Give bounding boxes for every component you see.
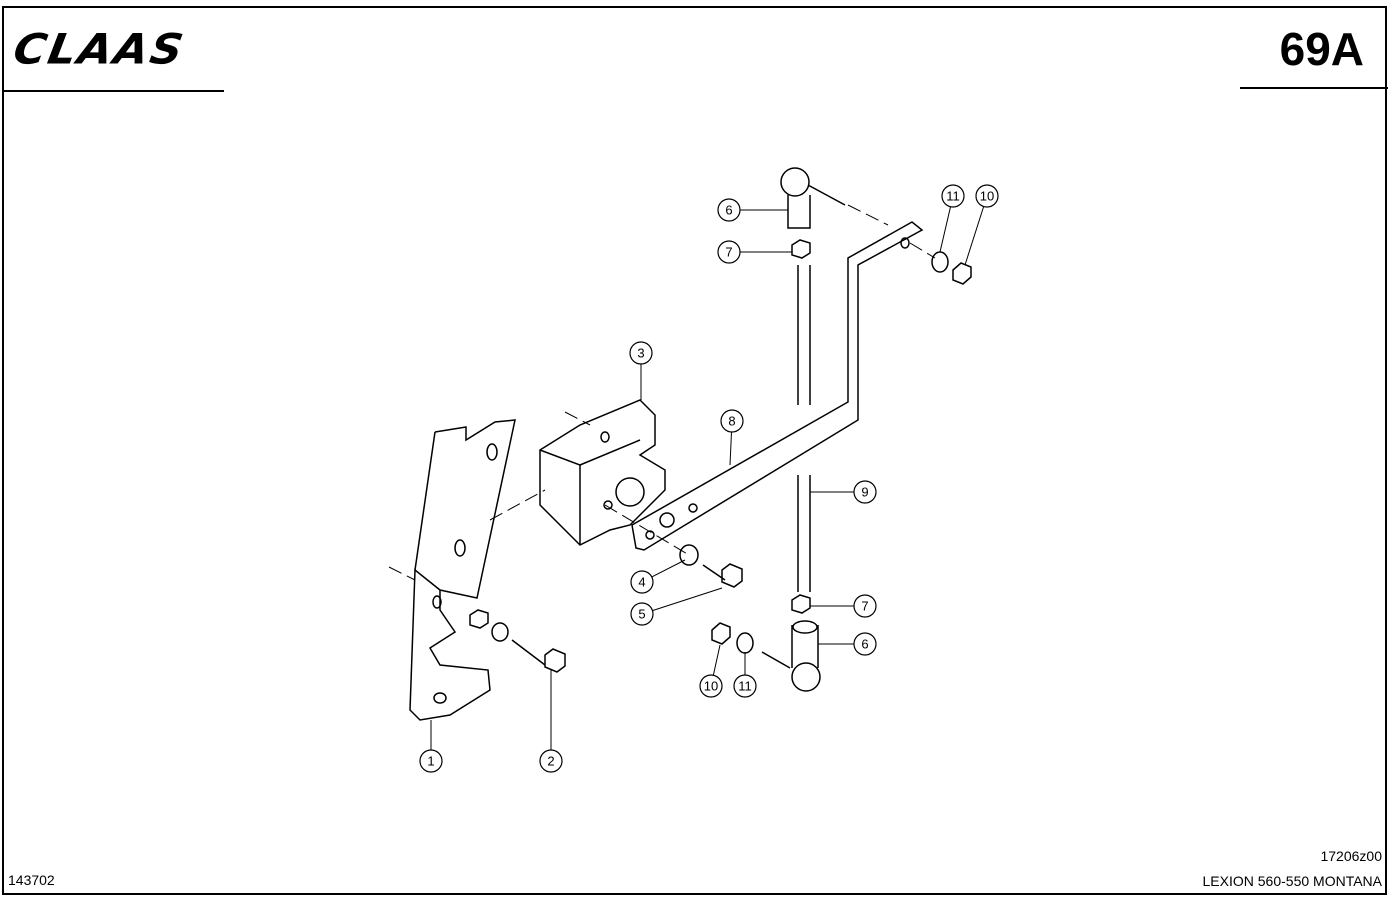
callout-circle <box>539 749 563 773</box>
callout-number: 11 <box>738 679 752 694</box>
part-bracket <box>409 419 516 721</box>
callout-number: 4 <box>638 575 645 590</box>
callout-circle <box>630 570 654 594</box>
callout-circle <box>853 480 877 504</box>
page-number: 69A <box>1279 23 1364 75</box>
part-threaded-rods <box>797 265 811 592</box>
part-sensor <box>539 399 666 546</box>
callout-circle <box>699 674 723 698</box>
part-ball-joints <box>761 167 846 692</box>
callout-number: 3 <box>637 346 644 361</box>
callout-circle <box>717 198 741 222</box>
leader-line <box>712 644 721 676</box>
callout-number: 9 <box>861 485 868 500</box>
callout-number: 7 <box>725 245 732 260</box>
callout-circle <box>717 240 741 264</box>
callout-circle <box>733 674 757 698</box>
drawing-number: 17206z00 <box>1320 848 1382 864</box>
callout-number: 6 <box>861 637 868 652</box>
callout-circle <box>629 341 653 365</box>
callout-circle <box>853 632 877 656</box>
callout-number: 1 <box>427 754 434 769</box>
callout-circle <box>630 602 654 626</box>
callout-circle <box>941 184 965 208</box>
page-frame <box>2 6 1387 895</box>
part-fasteners <box>469 239 972 673</box>
leader-line <box>939 206 951 253</box>
callout-number: 7 <box>861 599 868 614</box>
callout-group: 1 2 3 4 5 6 7 6 7 8 9 10 11 10 11 <box>419 184 999 773</box>
callout-number: 10 <box>980 189 994 204</box>
leader-line <box>964 206 985 266</box>
callout-number: 11 <box>946 189 960 204</box>
callout-circle <box>853 594 877 618</box>
reference-number: 143702 <box>8 872 55 888</box>
callout-number: 10 <box>704 679 718 694</box>
callout-circle <box>975 184 999 208</box>
callout-number: 8 <box>728 414 735 429</box>
leader-line <box>652 587 723 612</box>
assembly-lines <box>388 204 936 581</box>
callout-circle <box>720 409 744 433</box>
part-lever <box>631 221 924 551</box>
model-name: LEXION 560-550 MONTANA <box>1202 873 1382 889</box>
callout-number: 5 <box>638 607 645 622</box>
page-number-underline <box>1240 87 1388 89</box>
logo-underline <box>2 90 224 92</box>
callout-circle <box>419 749 443 773</box>
callout-number: 6 <box>725 203 732 218</box>
leader-line <box>651 559 686 578</box>
leader-line <box>729 431 732 466</box>
callout-number: 2 <box>547 754 554 769</box>
